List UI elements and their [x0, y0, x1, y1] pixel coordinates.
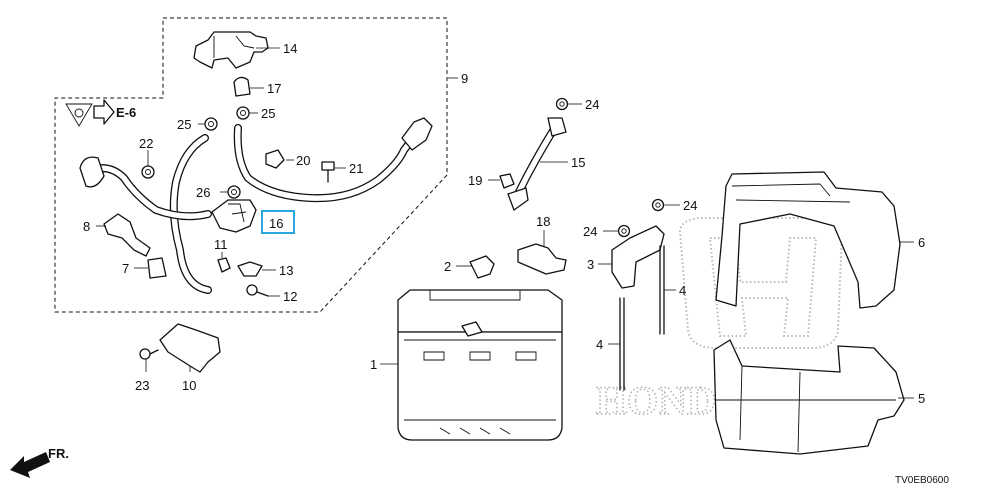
part-17-clip [233, 76, 251, 97]
part-19-nut [499, 173, 515, 189]
callout-19: 19 [468, 173, 482, 188]
cable-end-terminal [401, 117, 433, 151]
callout-labels: 14 17 25 25 22 9 24 20 21 15 19 26 8 16 … [83, 41, 925, 406]
callout-7: 7 [122, 261, 129, 276]
callout-9: 9 [461, 71, 468, 86]
callout-26: 26 [196, 185, 210, 200]
front-arrow-icon [10, 452, 50, 478]
part-5-battery-tray [713, 339, 905, 455]
callout-14: 14 [283, 41, 297, 56]
callout-20: 20 [296, 153, 310, 168]
callout-11: 11 [214, 237, 228, 252]
part-24-nut-right [651, 198, 665, 212]
callout-6: 6 [918, 235, 925, 250]
part-3-bracket [611, 225, 665, 289]
callout-23: 23 [135, 378, 149, 393]
callout-24-right: 24 [683, 198, 697, 213]
part-24-nut-top [555, 97, 569, 111]
assembly-9-boundary [54, 17, 448, 313]
callout-18: 18 [536, 214, 550, 229]
part-18-sensor [517, 243, 567, 275]
part-1-battery [397, 289, 563, 441]
fuse-block [211, 199, 257, 233]
callout-12: 12 [283, 289, 297, 304]
part-13-clip [237, 261, 263, 277]
callout-16-highlight[interactable] [261, 210, 295, 234]
callout-4-right: 4 [679, 283, 686, 298]
part-25-nut-left [204, 117, 218, 131]
callout-3: 3 [587, 257, 594, 272]
reference-triangle-icon [65, 103, 93, 127]
part-25-nut-upper [236, 106, 250, 120]
leader-lines [96, 47, 914, 399]
callout-15: 15 [571, 155, 585, 170]
part-23-bolt [139, 348, 159, 360]
part-12-bolt [246, 284, 269, 297]
callout-25-left: 25 [177, 117, 191, 132]
part-21-bolt [321, 161, 335, 183]
front-direction-label: FR. [48, 446, 69, 461]
callout-24-mid: 24 [583, 224, 597, 239]
part-8-boot [103, 213, 151, 257]
part-7-boot [147, 257, 167, 279]
battery-cable-assembly [79, 117, 433, 294]
callout-8: 8 [83, 219, 90, 234]
callout-25-upper: 25 [261, 106, 275, 121]
part-6-battery-cover [715, 171, 901, 309]
callout-10: 10 [182, 378, 196, 393]
callout-5: 5 [918, 391, 925, 406]
front-direction: FR. [10, 446, 69, 478]
callout-2: 2 [444, 259, 451, 274]
part-20-clip [265, 149, 285, 169]
callout-16[interactable]: 16 [269, 216, 283, 231]
part-26-nut [227, 185, 241, 199]
part-2-cap [469, 255, 495, 279]
callout-22: 22 [139, 136, 153, 151]
cable-ground-lug [79, 156, 105, 188]
callout-24-top: 24 [585, 97, 599, 112]
callout-4-left: 4 [596, 337, 603, 352]
reference-arrow-icon [93, 99, 115, 125]
callout-21: 21 [349, 161, 363, 176]
reference-label: E-6 [116, 105, 136, 120]
part-22-nut [141, 165, 155, 179]
diagram-code: TV0EB0600 [895, 475, 949, 486]
part-14-cover [193, 31, 269, 69]
reference-e6: E-6 [65, 99, 136, 127]
callout-1: 1 [370, 357, 377, 372]
callout-17: 17 [267, 81, 281, 96]
callout-13: 13 [279, 263, 293, 278]
part-11-holder [217, 257, 231, 273]
part-24-nut-mid [617, 224, 631, 238]
part-10-bracket [159, 323, 221, 373]
